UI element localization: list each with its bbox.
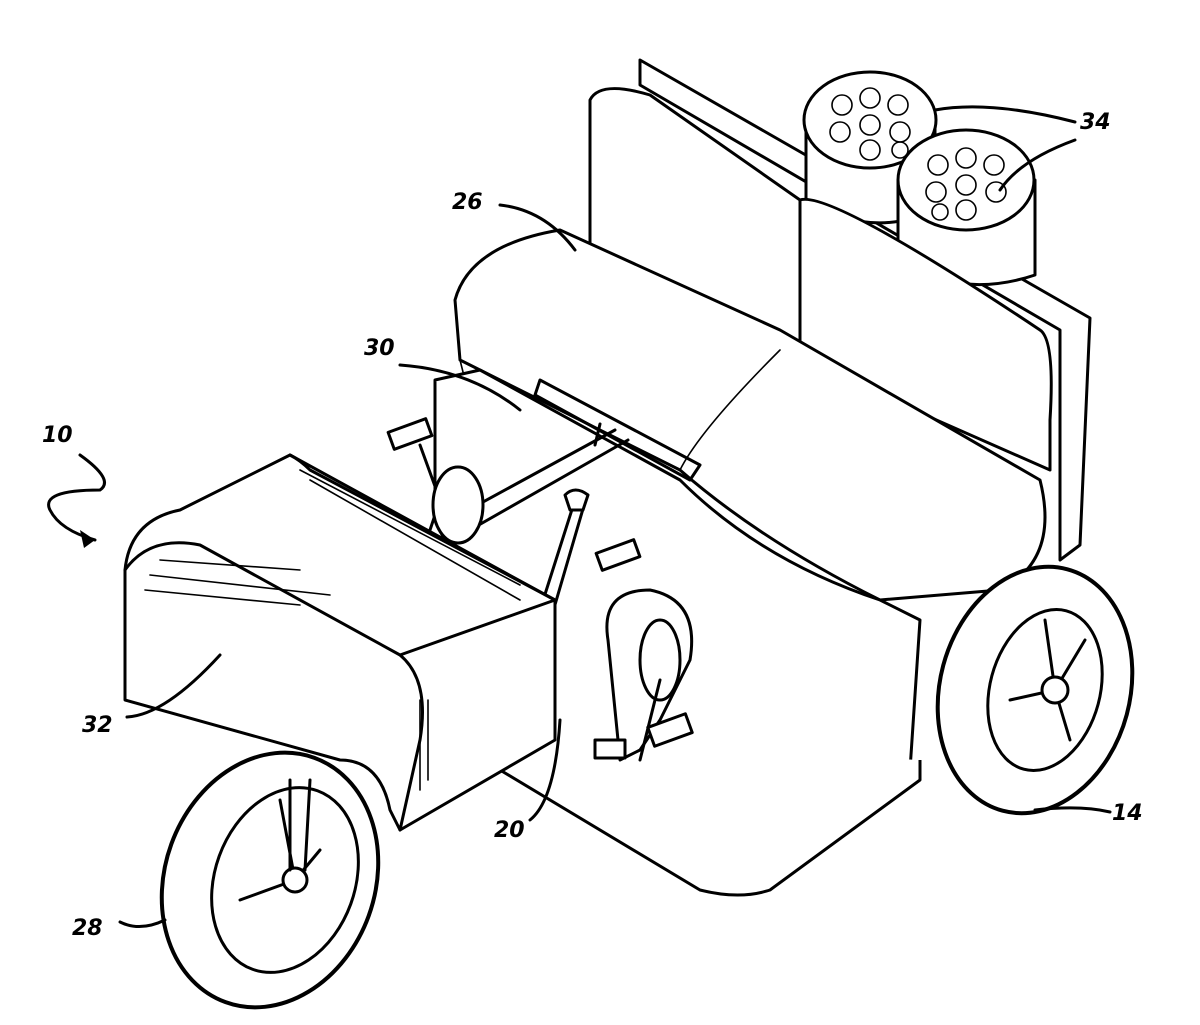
label-30: 30 xyxy=(364,336,395,361)
leader-26 xyxy=(498,203,577,252)
label-14: 14 xyxy=(1112,801,1143,826)
front-housing xyxy=(123,453,557,832)
leader-20 xyxy=(528,718,562,822)
steering-bar xyxy=(448,378,702,532)
pedal-assembly-20 xyxy=(593,538,694,762)
leader-34b xyxy=(998,138,1077,192)
label-32: 32 xyxy=(82,713,113,738)
leader-32 xyxy=(125,653,222,719)
leader-34a xyxy=(933,105,1077,124)
arrow-10-icon xyxy=(80,530,95,548)
label-10: 10 xyxy=(42,423,73,448)
leader-30 xyxy=(398,363,522,412)
label-26: 26 xyxy=(452,190,483,215)
leader-14 xyxy=(1033,806,1112,814)
leader-28 xyxy=(118,918,167,928)
back-panel xyxy=(638,58,1092,562)
front-wheel xyxy=(159,750,381,1010)
label-20: 20 xyxy=(494,818,525,843)
leader-10 xyxy=(47,453,106,542)
label-28: 28 xyxy=(72,916,103,941)
label-34: 34 xyxy=(1080,110,1111,135)
pedal-left xyxy=(386,417,485,562)
canisters xyxy=(802,70,1037,287)
shift-lever xyxy=(538,488,590,617)
leader-lines xyxy=(47,105,1112,928)
canister-rear xyxy=(802,70,938,225)
canister-front xyxy=(896,128,1037,287)
rear-wheel xyxy=(935,564,1135,816)
